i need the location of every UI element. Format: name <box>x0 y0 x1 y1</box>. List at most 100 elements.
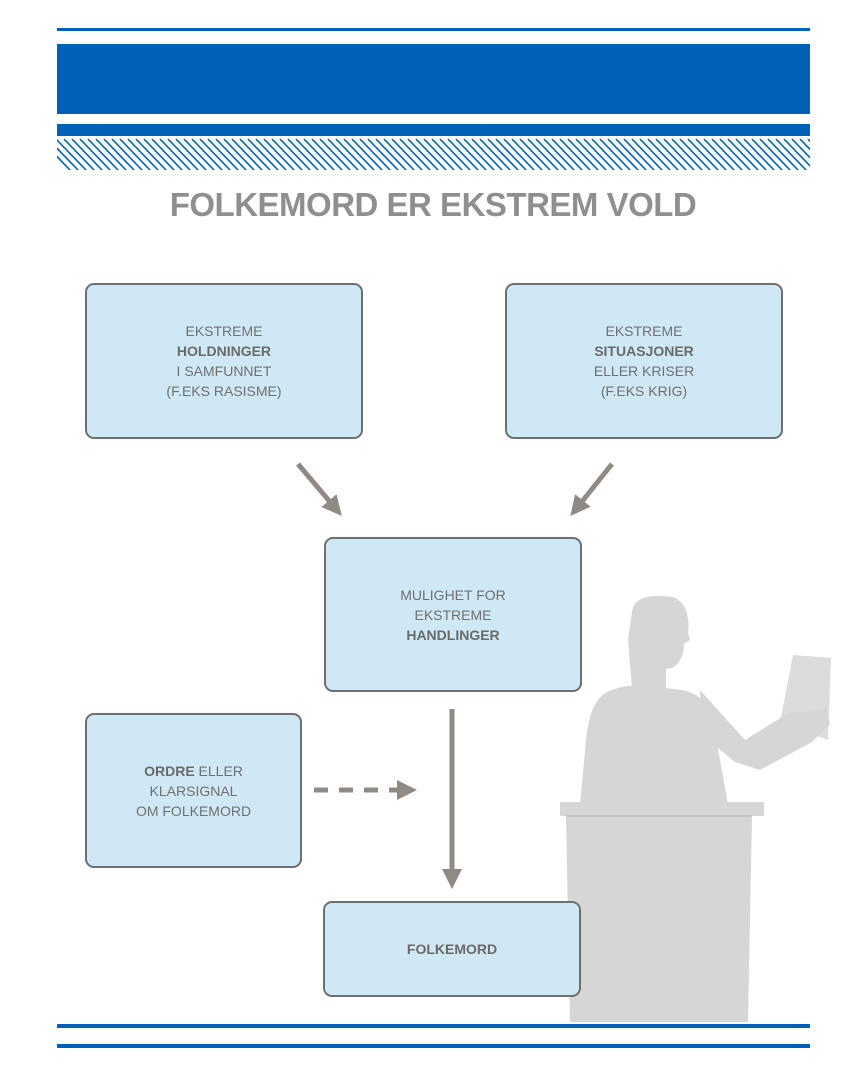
hatch-stripe <box>79 139 111 170</box>
hatch-stripe <box>559 139 591 170</box>
hatch-stripe <box>679 139 711 170</box>
situations-line-3: ELLER KRISER <box>593 363 695 379</box>
possibility-line-1: MULIGHET FOR <box>400 586 506 603</box>
hatch-stripe <box>239 139 271 170</box>
hatch-stripe <box>775 139 807 170</box>
hatch-stripe <box>479 139 511 170</box>
hatch-stripe <box>327 139 359 170</box>
footer-line-2 <box>57 1044 810 1048</box>
hatch-stripe <box>727 139 759 170</box>
hatch-stripe <box>607 139 639 170</box>
box-extreme-situations: EKSTREME SITUASJONER ELLER KRISER (F.EKS… <box>505 283 783 439</box>
hatch-stripe <box>527 139 559 170</box>
hatch-stripe <box>447 139 479 170</box>
genocide-label: FOLKEMORD <box>406 941 498 957</box>
hatch-stripe <box>175 139 207 170</box>
hatch-stripe <box>735 139 767 170</box>
hatch-stripe <box>231 139 263 170</box>
header-bottom-bar <box>57 124 810 136</box>
hatch-stripe <box>503 139 535 170</box>
hatch-stripe <box>215 139 247 170</box>
hatch-stripe <box>599 139 631 170</box>
hatch-stripe <box>375 139 407 170</box>
hatch-stripe <box>767 139 799 170</box>
hatch-stripe <box>799 139 810 151</box>
hatch-stripe <box>487 139 519 170</box>
hatch-stripe <box>367 139 399 170</box>
hatch-stripe <box>591 139 623 170</box>
hatch-stripe <box>575 139 607 170</box>
arrow-situations-to-possibility <box>570 462 614 517</box>
possibility-line-2: EKSTREME <box>414 606 492 623</box>
hatch-stripe <box>159 139 191 170</box>
hatch-stripe <box>57 155 71 170</box>
order-line-1-rest: ELLER <box>194 762 243 779</box>
hatch-stripe <box>311 139 343 170</box>
hatch-stripe <box>719 139 751 170</box>
hatch-stripe <box>791 139 810 159</box>
hatch-stripe <box>263 139 295 170</box>
order-line-3: OM FOLKEMORD <box>135 802 252 819</box>
hatch-stripe <box>431 139 463 170</box>
hatch-stripe <box>687 139 719 170</box>
hatch-stripe <box>415 139 447 170</box>
hatch-stripe <box>551 139 583 170</box>
attitudes-line-3: I SAMFUNNET <box>176 363 272 379</box>
hatch-stripe <box>271 139 303 170</box>
hatch-stripe <box>631 139 663 170</box>
hatch-stripe <box>519 139 551 170</box>
hatch-stripe <box>639 139 671 170</box>
hatch-stripe <box>127 139 159 170</box>
hatch-stripe <box>383 139 415 170</box>
hatch-stripe <box>255 139 287 170</box>
situations-line-2: SITUASJONER <box>594 343 694 359</box>
hatch-stripe <box>543 139 575 170</box>
header-hatch-band <box>57 139 810 170</box>
hatch-stripe <box>57 147 79 170</box>
hatch-stripe <box>655 139 687 170</box>
hatch-stripe <box>391 139 423 170</box>
hatch-stripe <box>567 139 599 170</box>
box-possibility: MULIGHET FOR EKSTREME HANDLINGER <box>324 537 582 692</box>
hatch-stripe <box>463 139 495 170</box>
hatch-stripe <box>439 139 471 170</box>
order-line-1: ORDRE ELLER <box>136 761 251 781</box>
hatch-stripe <box>495 139 527 170</box>
hatch-stripe <box>247 139 279 170</box>
hatch-stripe <box>711 139 743 170</box>
hatch-stripe <box>511 139 543 170</box>
hatch-stripe <box>647 139 679 170</box>
box-genocide: FOLKEMORD <box>323 901 581 997</box>
hatch-stripe <box>143 139 175 170</box>
hatch-stripe <box>199 139 231 170</box>
hatch-stripe <box>183 139 215 170</box>
hatch-stripe <box>583 139 615 170</box>
hatch-stripe <box>423 139 455 170</box>
hatch-stripe <box>295 139 327 170</box>
hatch-stripe <box>119 139 151 170</box>
arrow-attitudes-to-possibility <box>296 462 342 516</box>
possibility-line-3: HANDLINGER <box>406 626 500 643</box>
hatch-stripe <box>743 139 775 170</box>
hatch-stripe <box>95 139 127 170</box>
box-order: ORDRE ELLER KLARSIGNAL OM FOLKEMORD <box>85 713 302 868</box>
attitudes-line-2: HOLDNINGER <box>176 343 272 359</box>
hatch-stripe <box>663 139 695 170</box>
hatch-stripe <box>615 139 647 170</box>
hatch-stripe <box>71 139 103 170</box>
hatch-stripe <box>319 139 351 170</box>
hatch-stripe <box>111 139 143 170</box>
order-bold-word: ORDRE <box>144 762 195 779</box>
situations-line-1: EKSTREME <box>605 323 683 339</box>
situations-line-4: (F.EKS KRIG) <box>600 383 688 399</box>
attitudes-line-4: (F.EKS RASISME) <box>166 383 282 399</box>
hatch-stripe <box>151 139 183 170</box>
hatch-stripe <box>343 139 375 170</box>
hatch-stripe <box>703 139 735 170</box>
page-title: FOLKEMORD ER EKSTREM VOLD <box>169 186 697 223</box>
hatch-stripe <box>87 139 119 170</box>
hatch-stripe <box>783 139 810 168</box>
hatch-stripe <box>407 139 439 170</box>
